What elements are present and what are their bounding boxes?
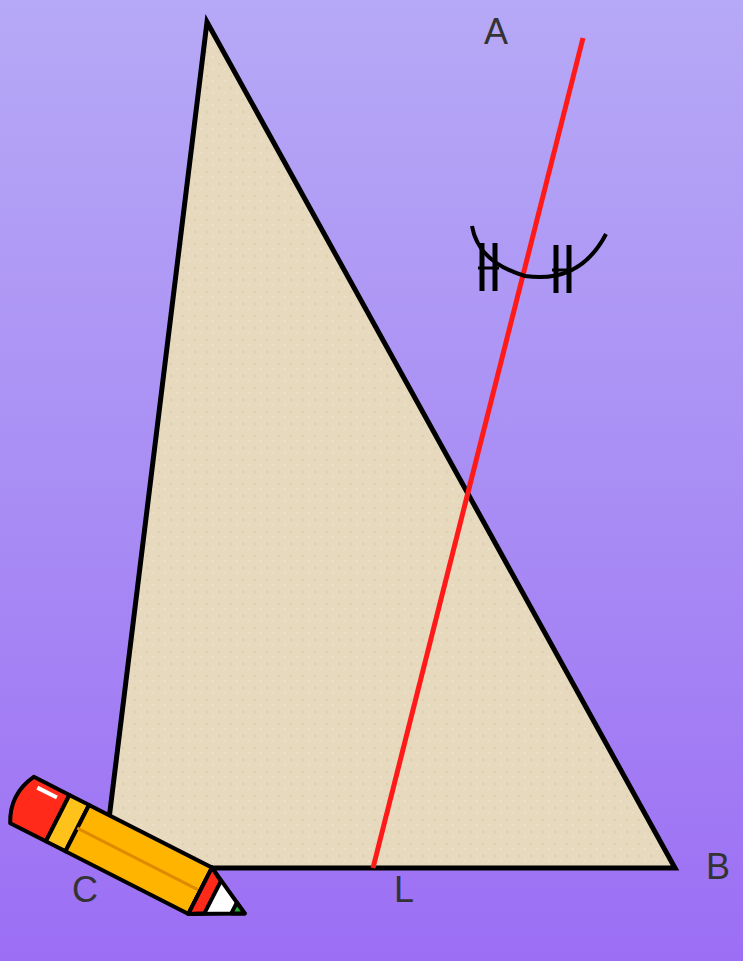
angle-arc (472, 226, 606, 277)
vertex-label: B (706, 849, 730, 885)
bisector-line (373, 38, 583, 868)
angle-ticks (478, 243, 573, 293)
vertex-label: C (72, 872, 98, 908)
triangle (103, 22, 675, 868)
pencil-icon (4, 774, 257, 937)
vertex-label: L (394, 872, 414, 908)
vertex-label: A (484, 14, 508, 50)
